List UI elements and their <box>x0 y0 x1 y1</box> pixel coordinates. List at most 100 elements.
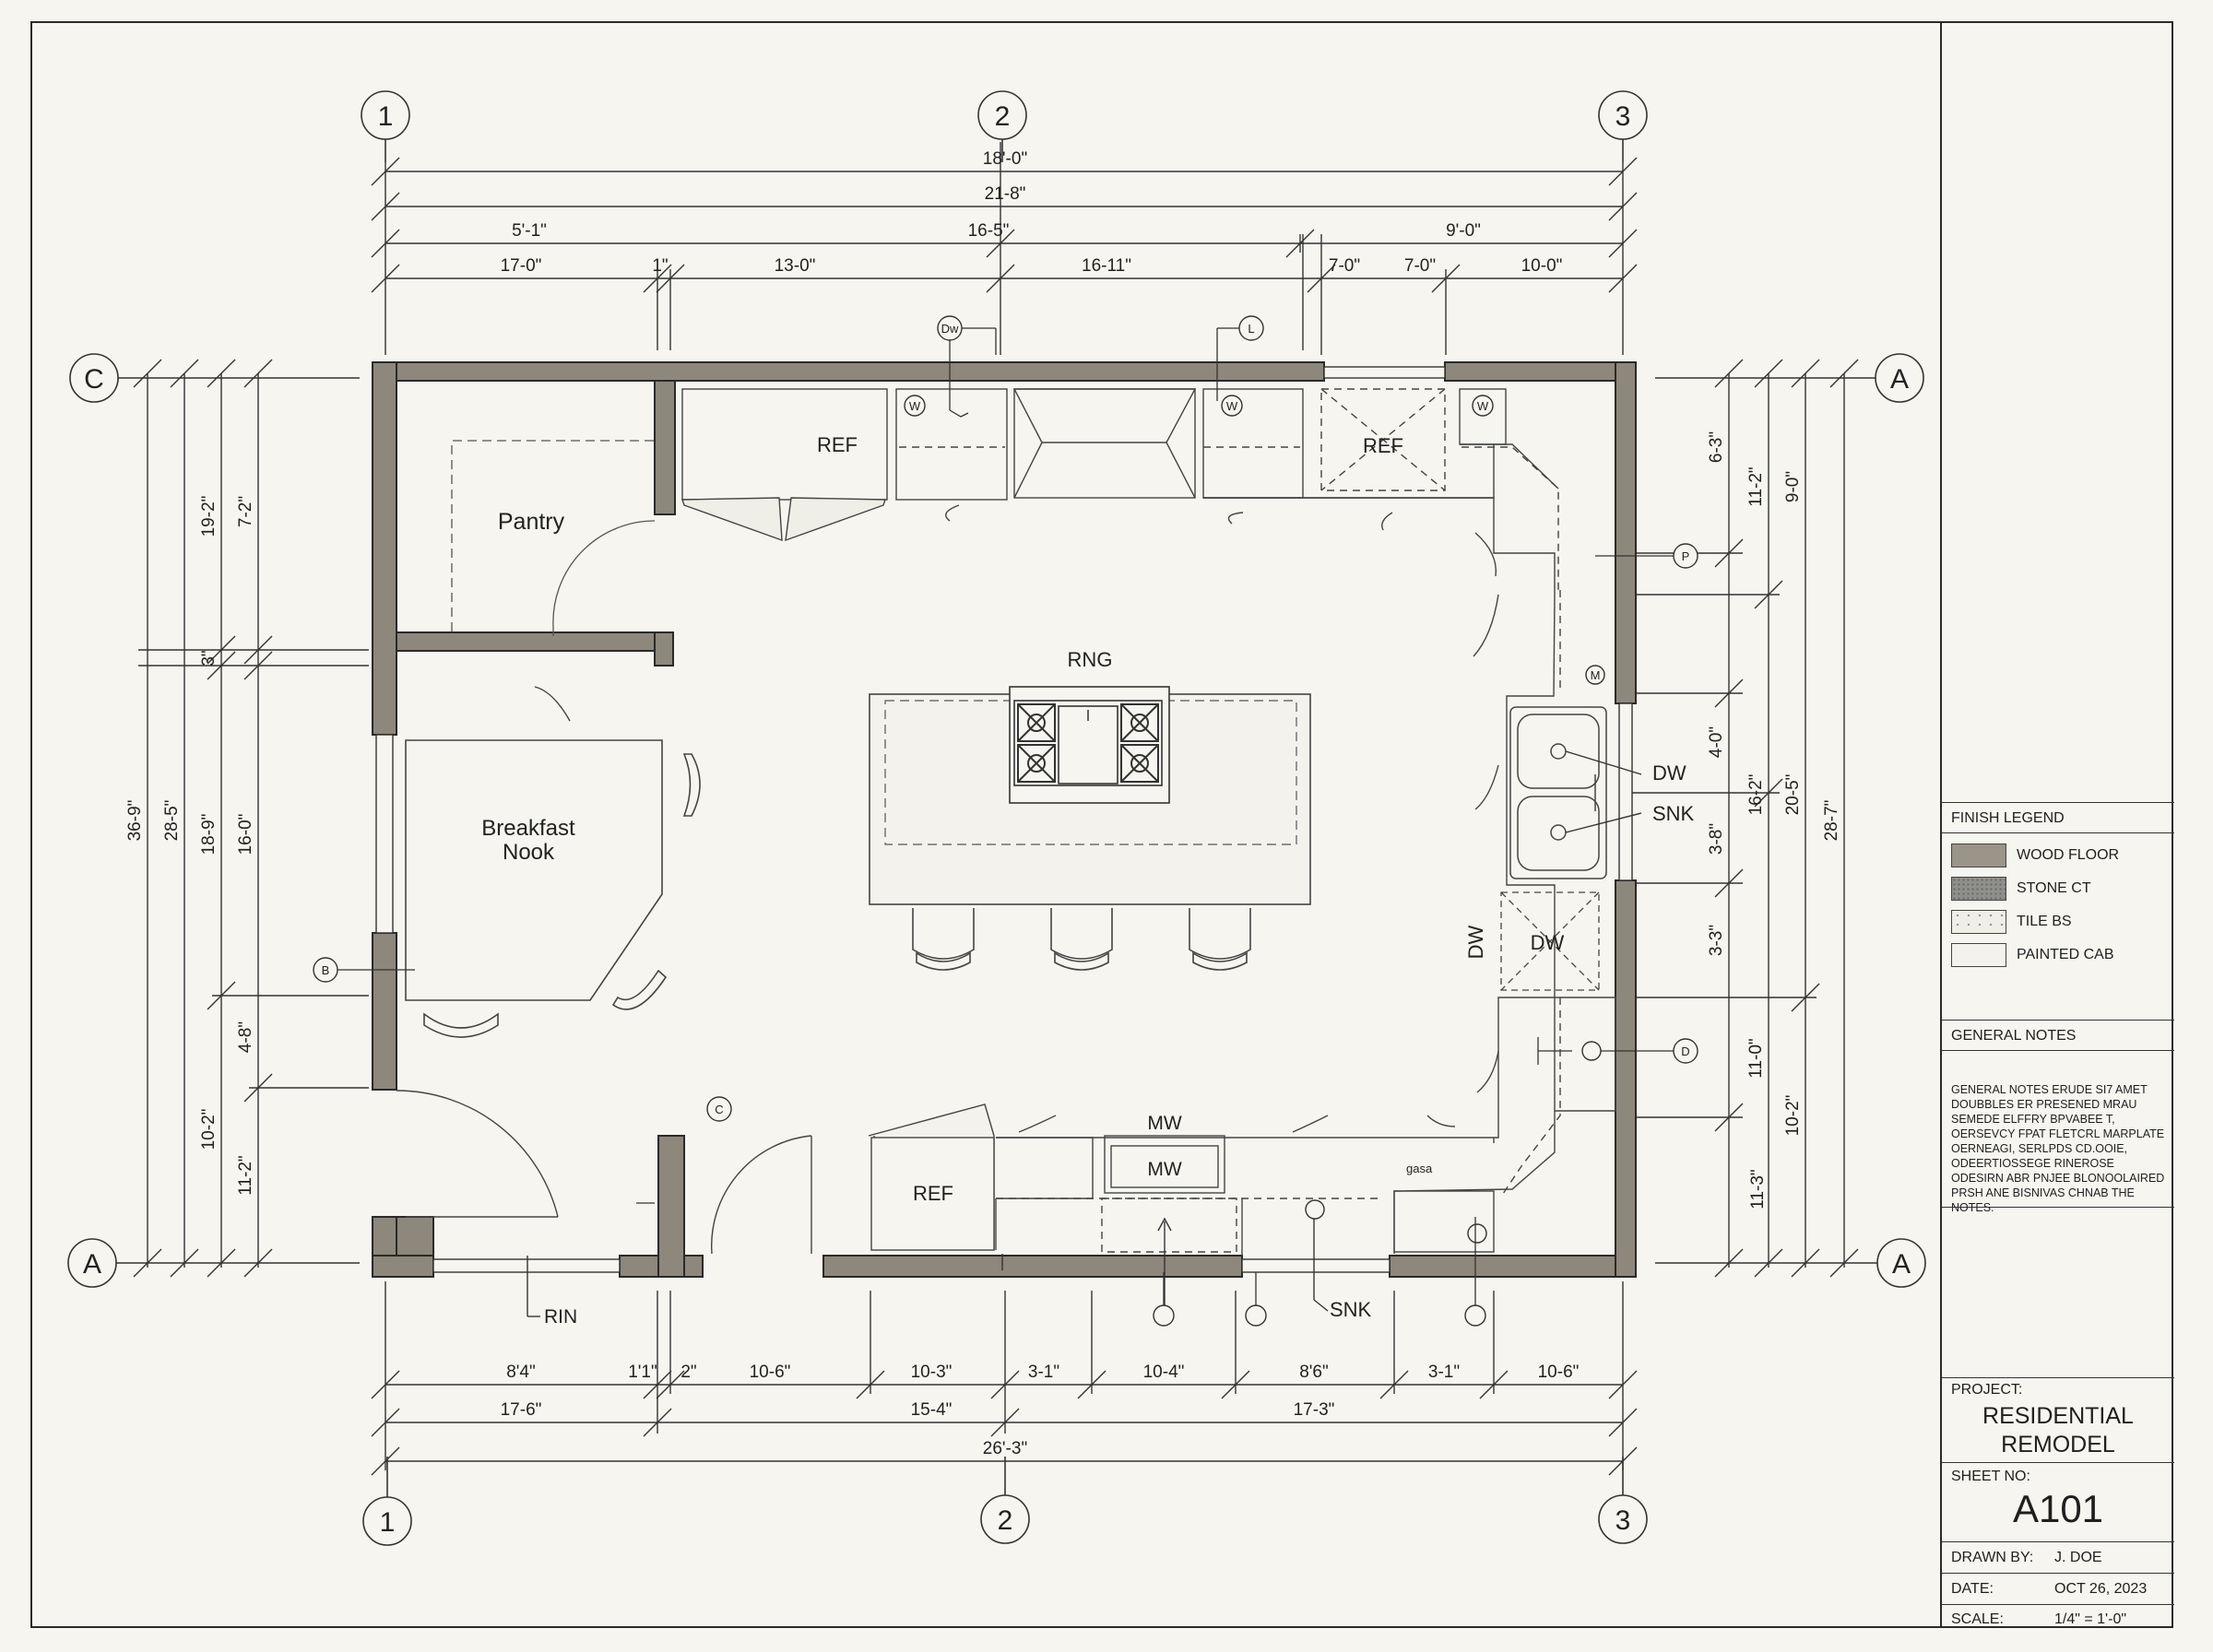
dim-top-row4-g: 10-0" <box>1521 256 1563 276</box>
date-label: DATE: <box>1951 1581 1994 1597</box>
dim-bot-2: 1'1" <box>628 1363 657 1382</box>
dim-bot-3: 2" <box>680 1363 696 1382</box>
island-overhang-line <box>884 700 1297 845</box>
dim-left-i: 10-2" <box>199 1109 219 1150</box>
project-name-line1: RESIDENTIAL <box>1982 1403 2134 1429</box>
dim-top-row4-c: 13-0" <box>775 256 816 276</box>
dim-bot-row2-c: 17-3" <box>1294 1400 1335 1420</box>
entry-door <box>396 1090 812 1255</box>
drawn-by-label: DRAWN BY: <box>1951 1550 2034 1565</box>
dim-left-c: 18-9" <box>199 814 219 856</box>
w-symbol-3: W <box>1477 399 1489 413</box>
dim-bot-5: 10-3" <box>911 1363 953 1382</box>
swatch-stone-ct <box>1951 877 2006 901</box>
dim-top-row4-f: 7-0" <box>1404 256 1436 276</box>
dim-top-row3-a: 5'-1" <box>512 221 547 241</box>
w-symbol-1: W <box>909 399 921 413</box>
legend-label-painted-cab: PAINTED CAB <box>2017 947 2114 962</box>
dim-bot-6: 3-1" <box>1028 1363 1059 1382</box>
dim-bot-9: 3-1" <box>1428 1363 1460 1382</box>
grid-bubble-right-a-bottom: A <box>1892 1249 1911 1280</box>
dim-right-l: 28-7" <box>1822 800 1841 842</box>
nook-label-line1: Breakfast <box>481 816 575 841</box>
dim-right-a: 6-3" <box>1707 431 1726 463</box>
dim-right-g: 16-2" <box>1746 774 1766 816</box>
nook-label-line2: Nook <box>503 840 555 865</box>
grid-bubbles-bottom <box>362 1457 1648 1546</box>
cooktop-burners <box>1017 703 1159 783</box>
l-symbol: L <box>1248 322 1254 336</box>
dim-right-e: 11-3" <box>1748 1169 1768 1209</box>
scale-row: SCALE: 1/4" = 1'-0" <box>1942 1604 2174 1628</box>
b-symbol: B <box>322 963 330 977</box>
drawn-by-row: DRAWN BY: J. DOE <box>1942 1541 2174 1574</box>
grid-bubble-left-c: C <box>84 364 104 395</box>
dim-right-b: 4-0" <box>1707 726 1726 758</box>
dim-left-d: 16-0" <box>236 814 255 856</box>
dimension-labels-top: 18'-0" 21-8" 5'-1" 16-5" 9'-0" 17-0" 1" … <box>501 149 1563 276</box>
w-symbol-2: W <box>1226 399 1238 413</box>
gas-label: gasa <box>1406 1162 1433 1175</box>
dim-top-row4-b: 1" <box>652 256 668 276</box>
grid-bubble-bottom-3: 3 <box>1615 1505 1631 1536</box>
m-symbol: M <box>1591 668 1601 682</box>
dim-bot-row2-a: 17-6" <box>501 1400 542 1420</box>
dishwasher-box <box>1500 891 1600 991</box>
breakfast-nook-table <box>405 739 701 1038</box>
dim-top-overall: 18'-0" <box>983 149 1027 169</box>
general-notes-title: GENERAL NOTES <box>1951 1028 2077 1044</box>
pantry-room <box>451 440 656 636</box>
dimensions-bottom <box>371 1281 1638 1476</box>
windows <box>375 366 1633 1273</box>
mw-top-label: MW <box>1147 1113 1181 1134</box>
ref-top-label: REF <box>817 433 858 456</box>
legend-label-wood-floor: WOOD FLOOR <box>2017 847 2120 863</box>
dim-bot-4: 10-6" <box>750 1363 791 1382</box>
utility-leaders <box>337 327 1674 1305</box>
bar-stools <box>912 908 1251 971</box>
title-block: FINISH LEGEND WOOD FLOOR STONE CT TILE B… <box>1940 22 2174 1627</box>
dw-symbol: Dw <box>941 322 959 336</box>
dimensions-left <box>133 359 369 1278</box>
dim-top-row2: 21-8" <box>985 184 1026 204</box>
finish-legend-title: FINISH LEGEND <box>1951 810 2065 826</box>
c-symbol: C <box>715 1103 723 1116</box>
grid-bubbles-left <box>67 353 360 1288</box>
dw-right-label: DW <box>1652 761 1686 785</box>
dim-bot-10: 10-6" <box>1538 1363 1580 1382</box>
legend-label-tile-bs: TILE BS <box>2017 914 2072 929</box>
ref-top-right-label: REF <box>1363 434 1403 457</box>
bottom-cabinetry <box>868 1103 1495 1256</box>
grid-bubble-bottom-1: 1 <box>380 1507 396 1538</box>
grid-bubble-left-a: A <box>83 1249 101 1280</box>
dim-bot-8: 8'6" <box>1299 1363 1329 1382</box>
sheet-section: SHEET NO: A101 <box>1942 1462 2174 1552</box>
dim-top-row4-a: 17-0" <box>501 256 542 276</box>
dim-bot-1: 8'4" <box>506 1363 536 1382</box>
dw-box-label: DW <box>1531 931 1565 954</box>
swatch-wood-floor <box>1951 844 2006 867</box>
scale-label: SCALE: <box>1951 1611 2004 1627</box>
dim-right-j: 20-5" <box>1783 774 1803 816</box>
snk-bottom-label: SNK <box>1330 1298 1372 1321</box>
general-notes-body: GENERAL NOTES ERUDE SI7 AMET DOUBBLES ER… <box>1951 1083 2165 1214</box>
dim-left-b: 28-5" <box>162 800 182 842</box>
swatch-tile-bs <box>1951 910 2006 934</box>
grid-bubble-right-a-top: A <box>1890 364 1909 395</box>
project-label: PROJECT: <box>1951 1382 2023 1398</box>
dimensions-top <box>371 142 1638 355</box>
swatch-painted-cab <box>1951 943 2006 967</box>
light-switch-arcs <box>534 504 1499 1133</box>
scale-value: 1/4" = 1'-0" <box>2054 1611 2127 1627</box>
grid-bubble-top-2: 2 <box>995 101 1011 132</box>
dimensions-right <box>1623 359 1859 1278</box>
grid-bubbles-top <box>361 90 1648 162</box>
finish-legend-section: FINISH LEGEND WOOD FLOOR STONE CT TILE B… <box>1942 802 2174 1033</box>
dim-left-e: 19-2" <box>199 496 219 537</box>
dim-left-g: 3" <box>199 650 219 666</box>
legend-label-stone-ct: STONE CT <box>2017 880 2091 896</box>
dim-left-h: 4-8" <box>236 1021 255 1053</box>
dim-left-a: 36-9" <box>125 800 145 842</box>
grid-bubble-bottom-2: 2 <box>998 1505 1013 1536</box>
